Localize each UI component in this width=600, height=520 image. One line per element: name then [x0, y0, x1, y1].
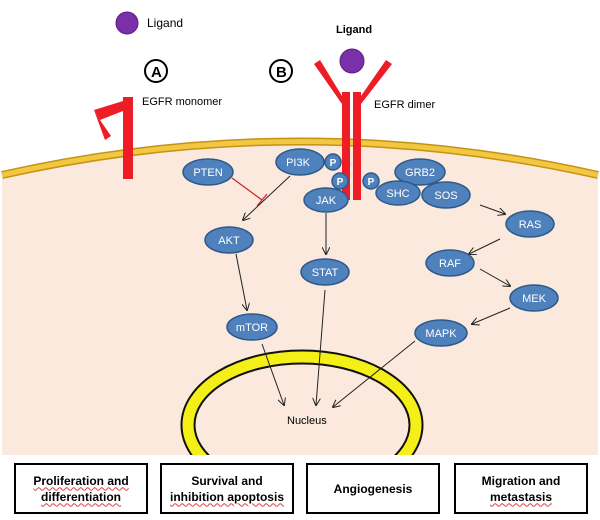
- outcome-migration: Migration and metastasis: [454, 463, 588, 514]
- svg-text:PTEN: PTEN: [193, 167, 222, 179]
- node-akt: AKT: [204, 226, 254, 254]
- egfr-dimer-label: EGFR dimer: [374, 99, 435, 111]
- outcome-proliferation-line1: Proliferation and: [33, 473, 129, 488]
- svg-text:PI3K: PI3K: [286, 157, 311, 169]
- svg-text:SHC: SHC: [386, 188, 409, 200]
- svg-text:RAF: RAF: [439, 258, 461, 270]
- node-p-jak: P: [331, 172, 349, 190]
- node-mtor: mTOR: [226, 313, 278, 341]
- svg-text:SOS: SOS: [434, 190, 457, 202]
- egfr-monomer-receptor: [94, 97, 133, 179]
- node-raf: RAF: [425, 249, 475, 277]
- ligand-top-label: Ligand: [336, 24, 372, 36]
- egfr-monomer-label: EGFR monomer: [142, 96, 222, 108]
- node-grb2: GRB2: [394, 158, 446, 186]
- svg-text:RAS: RAS: [519, 219, 542, 231]
- egfr-dimer-receptor: [314, 60, 392, 200]
- outcome-migration-line2: metastasis: [489, 489, 553, 504]
- node-jak: JAK: [303, 187, 349, 213]
- label-b-circle: [269, 59, 293, 83]
- node-pten: PTEN: [182, 158, 234, 186]
- ligand-legend-icon: [115, 11, 139, 35]
- outcome-survival-line2: inhibition apoptosis: [170, 489, 284, 504]
- cell-body: [1, 137, 599, 455]
- outcome-survival-line1: Survival and: [191, 473, 263, 488]
- svg-text:P: P: [330, 158, 337, 169]
- svg-text:STAT: STAT: [312, 267, 339, 279]
- label-a-circle: [144, 59, 168, 83]
- pathway-edges: [235, 175, 510, 407]
- svg-text:P: P: [337, 177, 344, 188]
- svg-text:MEK: MEK: [522, 293, 547, 305]
- ligand-legend-label: Ligand: [147, 16, 183, 30]
- outcome-angiogenesis: Angiogenesis: [306, 463, 440, 514]
- egfr-pathway-diagram: Nucleus Ligand A B EGFR monomer Ligand E…: [1, 11, 599, 455]
- node-shc: SHC: [375, 180, 421, 206]
- node-mek: MEK: [509, 284, 559, 312]
- outcome-survival: Survival and inhibition apoptosis: [160, 463, 294, 514]
- nucleus-label: Nucleus: [287, 415, 327, 427]
- outcome-proliferation: Proliferation and differentiation: [14, 463, 148, 514]
- outcome-proliferation-line2: differentiation: [41, 489, 121, 504]
- label-b: B: [276, 64, 287, 81]
- node-p-shc: P: [362, 172, 380, 190]
- svg-text:MAPK: MAPK: [425, 328, 457, 340]
- outcome-migration-line1: Migration and: [481, 473, 561, 488]
- svg-text:P: P: [368, 177, 375, 188]
- svg-text:mTOR: mTOR: [236, 322, 268, 334]
- node-sos: SOS: [421, 181, 471, 209]
- node-pi3k: PI3K: [275, 148, 325, 176]
- outcome-angiogenesis-line1: Angiogenesis: [333, 481, 413, 496]
- svg-text:JAK: JAK: [316, 195, 337, 207]
- ligand-bound-icon: [339, 48, 365, 74]
- node-ras: RAS: [505, 210, 555, 238]
- nucleus: [180, 349, 424, 455]
- label-a: A: [151, 64, 162, 81]
- node-mapk: MAPK: [414, 319, 468, 347]
- pten-inhibition-edge: [231, 177, 268, 207]
- svg-text:GRB2: GRB2: [405, 167, 435, 179]
- svg-text:AKT: AKT: [218, 235, 240, 247]
- node-stat: STAT: [300, 258, 350, 286]
- node-p-pi3k: P: [324, 153, 342, 171]
